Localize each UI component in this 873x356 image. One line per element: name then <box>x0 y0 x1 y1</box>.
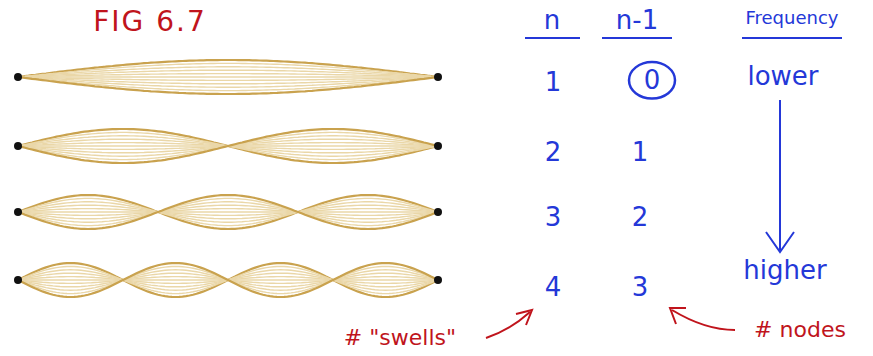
table-cell: 2 <box>632 203 649 232</box>
circled-value: 0 <box>627 60 677 101</box>
string-vibration <box>18 209 438 216</box>
string-end <box>14 142 22 150</box>
string-vibration <box>18 211 438 212</box>
string-end <box>14 73 22 81</box>
string-vibration <box>18 129 438 163</box>
string-vibration <box>18 70 438 77</box>
string-vibration <box>18 195 438 229</box>
column-header: n <box>544 6 560 35</box>
string-vibration <box>18 263 438 297</box>
string-vibration <box>18 60 438 77</box>
leader-arrowhead <box>670 308 686 324</box>
string-vibration <box>18 202 438 222</box>
trend-arrow <box>779 100 781 250</box>
string-vibration <box>18 209 438 216</box>
annotation: # "swells" <box>344 326 456 350</box>
leader-arrowhead <box>516 310 532 325</box>
string-vibration <box>18 195 438 229</box>
trend-arrowhead <box>766 232 794 252</box>
underline <box>525 37 580 39</box>
string-end <box>14 276 22 284</box>
table-cell: 1 <box>545 68 562 97</box>
circle-mark <box>629 62 675 99</box>
string-vibration <box>18 129 438 163</box>
string-end <box>434 208 442 216</box>
string-end <box>434 142 442 150</box>
string-vibration <box>18 63 438 77</box>
string-vibration <box>18 198 438 225</box>
string-vibration <box>18 77 438 94</box>
string-vibration <box>18 263 438 297</box>
string-vibration <box>18 198 438 225</box>
string-vibration <box>18 205 438 219</box>
underline <box>742 37 842 39</box>
table-cell: 2 <box>545 138 562 167</box>
annotation: # nodes <box>754 318 846 342</box>
string-vibration <box>18 76 438 77</box>
string-vibration <box>18 74 438 77</box>
string-vibration <box>18 205 438 219</box>
string-end <box>14 208 22 216</box>
underline <box>602 37 672 39</box>
table-cell: 1 <box>632 138 649 167</box>
string-vibration <box>18 202 438 222</box>
leader-arrow <box>672 310 735 330</box>
circled-number: 0 <box>644 66 661 95</box>
string-end <box>434 73 442 81</box>
string-end <box>434 276 442 284</box>
figure-title: FIG 6.7 <box>93 7 207 38</box>
column-header: Frequency <box>746 8 839 28</box>
table-cell: lower <box>747 62 818 91</box>
table-cell: 3 <box>545 203 562 232</box>
string-vibration <box>18 67 438 77</box>
leader-arrow <box>486 312 530 338</box>
table-cell: 3 <box>632 273 649 302</box>
table-cell: 4 <box>545 273 562 302</box>
table-cell: higher <box>743 256 826 285</box>
column-header: n-1 <box>616 6 658 35</box>
